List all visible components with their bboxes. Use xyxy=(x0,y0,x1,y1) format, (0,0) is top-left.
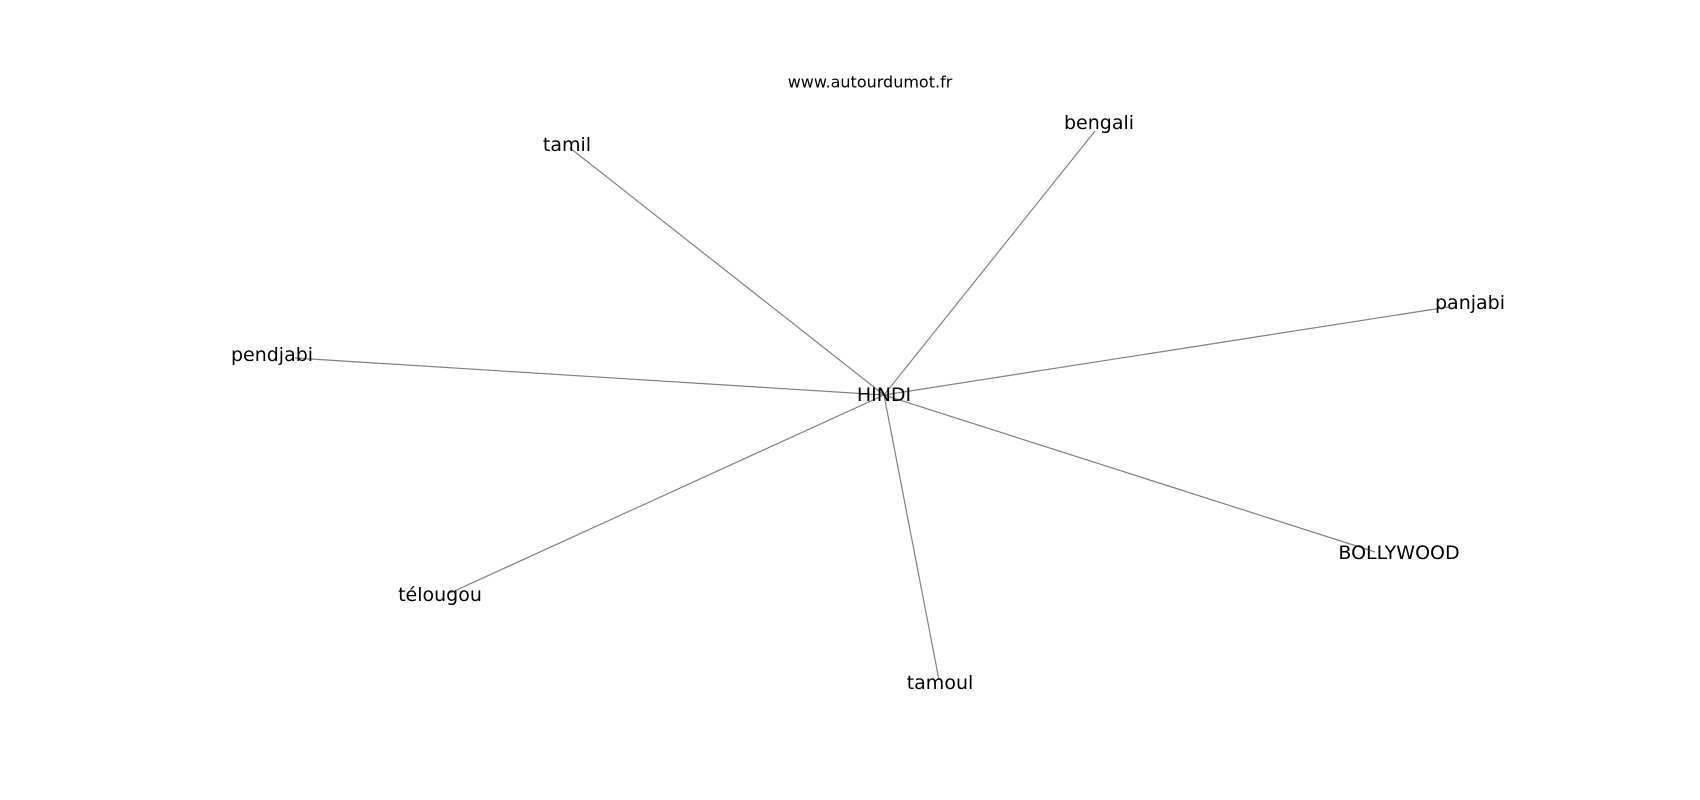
edge-hindi-panjabi xyxy=(883,306,1449,396)
node-hindi[interactable]: HINDI xyxy=(857,384,911,406)
edge-hindi-tamoul xyxy=(883,394,940,681)
graph-labels: HINDI tamil bengali panjabi pendjabi BOL… xyxy=(231,112,1505,694)
node-bengali[interactable]: bengali xyxy=(1064,112,1134,134)
node-bollywood[interactable]: BOLLYWOOD xyxy=(1338,542,1459,564)
edge-hindi-bollywood xyxy=(883,394,1376,553)
site-watermark: www.autourdumot.fr xyxy=(788,73,953,92)
edge-hindi-telougou xyxy=(449,394,885,594)
edge-hindi-bengali xyxy=(883,130,1096,396)
node-tamoul[interactable]: tamoul xyxy=(907,672,974,694)
graph-edges xyxy=(294,130,1449,681)
node-tamil[interactable]: tamil xyxy=(543,134,591,156)
edge-hindi-pendjabi xyxy=(294,357,885,396)
node-panjabi[interactable]: panjabi xyxy=(1435,292,1505,314)
edge-hindi-tamil xyxy=(569,147,885,396)
node-pendjabi[interactable]: pendjabi xyxy=(231,344,313,366)
node-telougou[interactable]: télougou xyxy=(398,584,482,606)
